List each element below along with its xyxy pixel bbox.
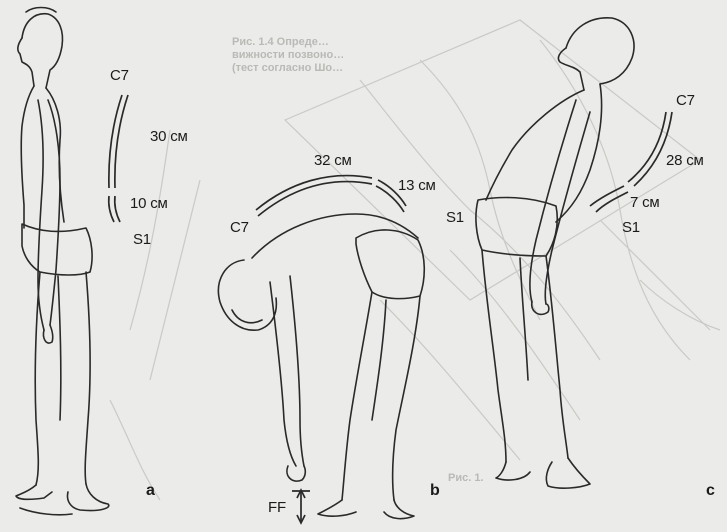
panel-letter-c: c [706, 483, 715, 499]
label-c-s1: S1 [622, 220, 640, 235]
label-c-s1-pelvis: S1 [446, 210, 464, 225]
upper-segment-a [109, 95, 128, 188]
label-b-c7: C7 [230, 220, 249, 235]
upper-segment-b [256, 176, 372, 216]
label-a-c7: C7 [110, 68, 129, 83]
bleed-caption-bottom: Рис. 1. [448, 472, 484, 485]
label-a-upper-segment: 30 см [150, 129, 188, 144]
lower-segment-a [109, 196, 120, 222]
label-a-s1: S1 [133, 232, 151, 247]
label-c-lower-segment: 7 см [630, 195, 660, 210]
finger-floor-marker [292, 491, 310, 522]
label-c-c7: C7 [676, 93, 695, 108]
panel-letter-b: b [430, 483, 440, 499]
label-a-lower-segment: 10 см [130, 196, 168, 211]
bleed-caption-top: Рис. 1.4 Опреде… вижности позвоно… (тест… [232, 36, 344, 75]
label-c-upper-segment: 28 см [666, 153, 704, 168]
figure-c-extending [476, 18, 634, 488]
label-b-finger-floor: FF [268, 500, 286, 515]
label-b-upper-segment: 32 см [314, 153, 352, 168]
panel-letter-a: a [146, 483, 155, 499]
spine-markers-a [109, 95, 128, 222]
figure-b-bending [218, 214, 424, 519]
lower-segment-c [590, 186, 628, 212]
bleed-through-drawing [110, 20, 720, 500]
upper-segment-c [628, 112, 672, 186]
figure-a-standing [16, 8, 109, 515]
label-b-lower-segment: 13 см [398, 178, 436, 193]
